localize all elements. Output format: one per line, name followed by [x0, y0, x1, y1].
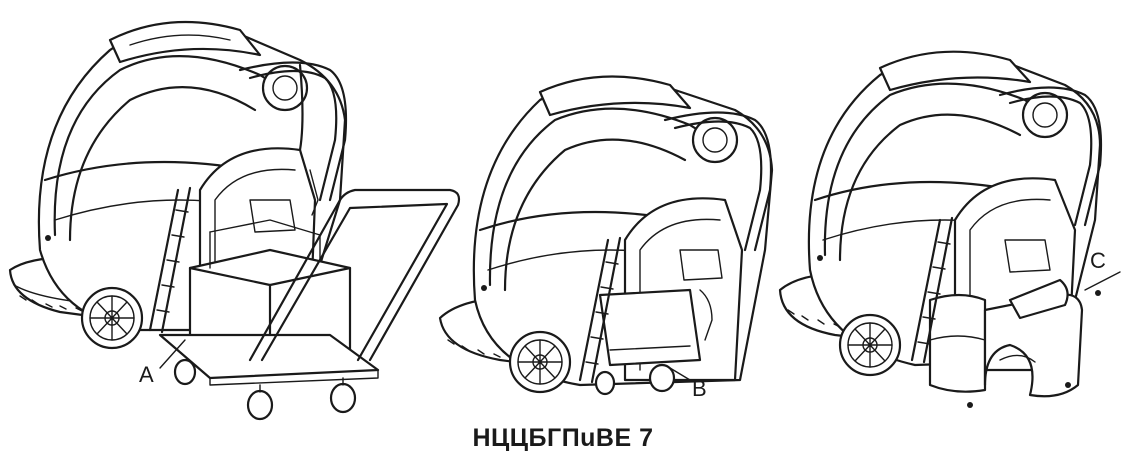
rail-1 [148, 186, 192, 334]
rail-3 [910, 216, 954, 364]
machine-2 [438, 75, 774, 396]
callout-a: A [139, 362, 154, 387]
handle-2 [663, 111, 773, 252]
trolley-1 [158, 188, 461, 421]
wheel-1 [80, 286, 144, 350]
handle-3 [998, 86, 1103, 227]
leader-line-a [159, 339, 186, 369]
handle-1 [238, 61, 348, 212]
wheel-3 [838, 313, 902, 377]
compartment-2 [598, 197, 744, 382]
screws-3 [967, 290, 1101, 408]
wheel-2 [508, 330, 572, 394]
callout-b: B [692, 376, 707, 401]
rail-2 [578, 236, 622, 384]
callout-c: C [1090, 248, 1106, 273]
removed-cover-3 [983, 278, 1084, 398]
leader-line-b [669, 367, 691, 381]
trolley-casters [173, 358, 357, 421]
casters-2 [594, 363, 676, 396]
machine-3 [778, 50, 1121, 408]
machine-1 [8, 20, 461, 421]
leader-line-c [1084, 271, 1121, 291]
figure-caption: НЦЦБГПuВЕ 7 [472, 424, 654, 452]
